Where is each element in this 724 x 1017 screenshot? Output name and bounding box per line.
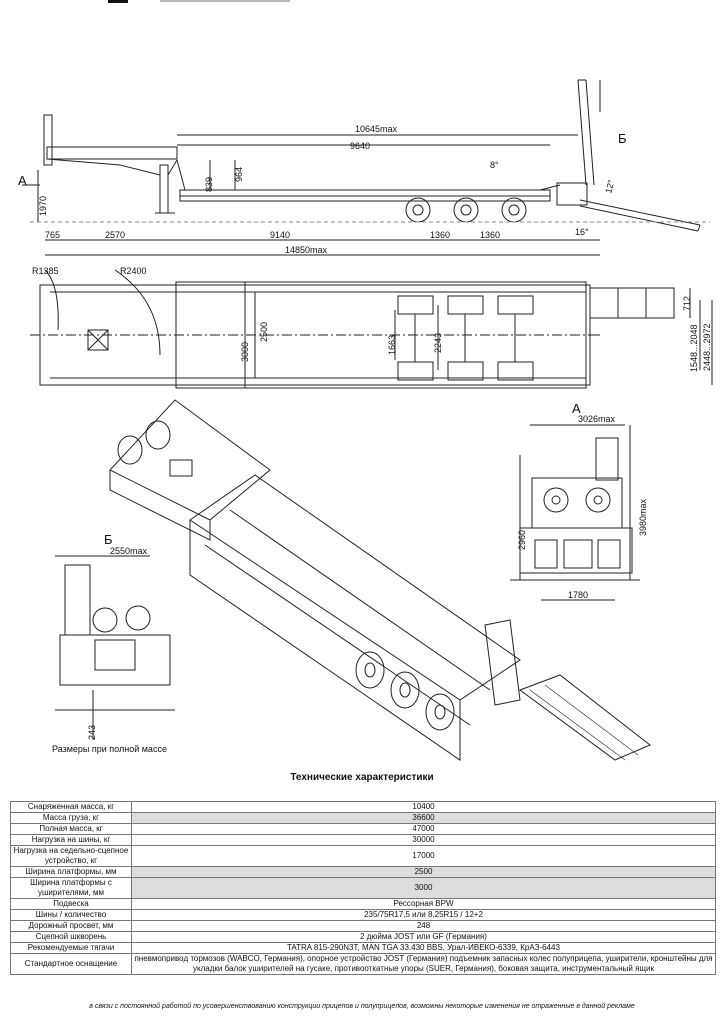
front-view-b [55, 555, 175, 740]
front-width-top: 2550max [110, 546, 148, 556]
spec-value: 30000 [131, 834, 716, 846]
dim-w4: 2243 [433, 333, 443, 353]
top-mark-right [160, 0, 290, 2]
dim-axle2: 1360 [480, 230, 500, 240]
dim-deck: 9640 [350, 141, 370, 151]
dim-deck-low: 839 [204, 177, 214, 192]
footnote: в связи с постоянной работой по усоверше… [89, 1003, 635, 1010]
spec-value: TATRA 815-290N3T, MAN TGA 33.430 BBS, Ур… [131, 942, 716, 954]
spec-key: Ширина платформы с уширителями, мм [10, 877, 132, 899]
rear-width-top: 3026max [578, 414, 616, 424]
dim-angle-16: 16° [575, 227, 589, 237]
dim-kingpin: 2570 [105, 230, 125, 240]
rear-view-label: А [572, 401, 581, 416]
dim-gooseneck: 1970 [38, 196, 48, 216]
dim-overall-length: 14850max [285, 245, 328, 255]
dim-w1: 2500 [259, 322, 269, 342]
spec-value: 17000 [131, 845, 716, 867]
spec-value: 47000 [131, 823, 716, 835]
dim-r1: R1385 [32, 266, 59, 276]
dimensions-caption: Размеры при полной массе [52, 744, 167, 754]
spec-key: Рекомендуемые тягачи [10, 942, 132, 954]
dim-ramp-w2: 1548...2048 [689, 324, 699, 372]
front-ground: 243 [87, 725, 97, 740]
spec-key: Шины / количество [10, 909, 132, 921]
dim-angle-12: 12° [603, 178, 616, 194]
spec-key: Ширина платформы, мм [10, 866, 132, 878]
spec-value: пневмопривод тормозов (WABCO, Германия),… [131, 953, 716, 975]
spec-row: Нагрузка на седельно-сцепное устройство,… [10, 845, 716, 867]
spec-key: Полная масса, кг [10, 823, 132, 835]
spec-value: 2 дюйма JOST или GF (Германия) [131, 931, 716, 943]
front-view-label: Б [104, 532, 113, 547]
dim-w2: 3000 [240, 342, 250, 362]
dim-front-overhang: 765 [45, 230, 60, 240]
spec-key: Сцепной шкворень [10, 931, 132, 943]
spec-key: Масса груза, кг [10, 812, 132, 824]
dim-angle-8: 8° [490, 160, 499, 170]
top-view [30, 269, 713, 389]
view-b-marker: Б [618, 131, 627, 146]
spec-value: 36600 [131, 812, 716, 824]
spec-key: Нагрузка на шины, кг [10, 834, 132, 846]
spec-value: 3000 [131, 877, 716, 899]
dim-axle1: 1360 [430, 230, 450, 240]
spec-key: Дорожный просвет, мм [10, 920, 132, 932]
dim-ramp-w3: 2448...2972 [702, 323, 712, 371]
spec-key: Стандартное оснащение [10, 953, 132, 975]
dim-wheelbase: 9140 [270, 230, 290, 240]
drawing-canvas: А Б 10645max 9640 839 964 1970 8° 12° 16… [18, 79, 713, 761]
isometric-view [109, 399, 651, 761]
dim-ramp-w1: 712 [682, 296, 692, 311]
dim-w3: 1663 [387, 335, 397, 355]
rear-height-total: 3980max [638, 498, 648, 536]
side-view [22, 79, 710, 256]
rear-view-a [510, 424, 640, 601]
spec-value: Рессорная BPW [131, 898, 716, 910]
spec-value: 10400 [131, 801, 716, 813]
dim-r2: R2400 [120, 266, 147, 276]
spec-value: 235/75R17,5 или 8,25R15 / 12+2 [131, 909, 716, 921]
rear-height-deck: 2960 [517, 530, 527, 550]
spec-value: 2500 [131, 866, 716, 878]
top-mark-left [108, 0, 128, 3]
rear-track: 1780 [568, 590, 588, 600]
dim-deck-high: 964 [234, 167, 244, 182]
spec-key: Подвеска [10, 898, 132, 910]
view-a-marker: А [18, 173, 27, 188]
spec-value: 248 [131, 920, 716, 932]
dim-overall-top: 10645max [355, 124, 398, 134]
spec-key: Снаряженная масса, кг [10, 801, 132, 813]
spec-key: Нагрузка на седельно-сцепное устройство,… [10, 845, 132, 867]
spec-title: Технические характеристики [290, 772, 434, 783]
